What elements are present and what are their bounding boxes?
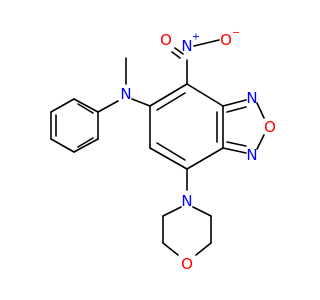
oxadiazole-o-label: O — [264, 118, 276, 136]
bond-n-phenyl — [97, 100, 119, 113]
atom-labels: N N + O − O N O N N O — [120, 28, 276, 274]
oxadiazole-n-bottom-label: N — [246, 146, 257, 164]
bond-n-ring — [131, 98, 151, 107]
nitro-n-label: N — [181, 37, 192, 55]
nitro-o-double-label: O — [160, 31, 172, 49]
oxadiazole-ring — [222, 99, 265, 154]
benzene-ring — [149, 83, 224, 170]
morpholine-ring — [162, 206, 212, 256]
oxadiazole-n-top-label: N — [246, 89, 257, 107]
nitro-o-label: O — [220, 31, 232, 49]
nitro-group — [171, 39, 220, 85]
morpholine-o-label: O — [181, 255, 193, 273]
nitro-o-charge-label: − — [232, 28, 240, 39]
nitro-n-charge-label: + — [192, 32, 200, 43]
phenyl-ring — [50, 98, 99, 153]
bonds — [50, 39, 265, 256]
structure-canvas: N N + O − O N O N N O — [50, 28, 276, 274]
amine-n-label: N — [120, 85, 131, 103]
morpholine-n-label: N — [181, 192, 192, 210]
molecule-structure: N N + O − O N O N N O — [50, 28, 276, 274]
